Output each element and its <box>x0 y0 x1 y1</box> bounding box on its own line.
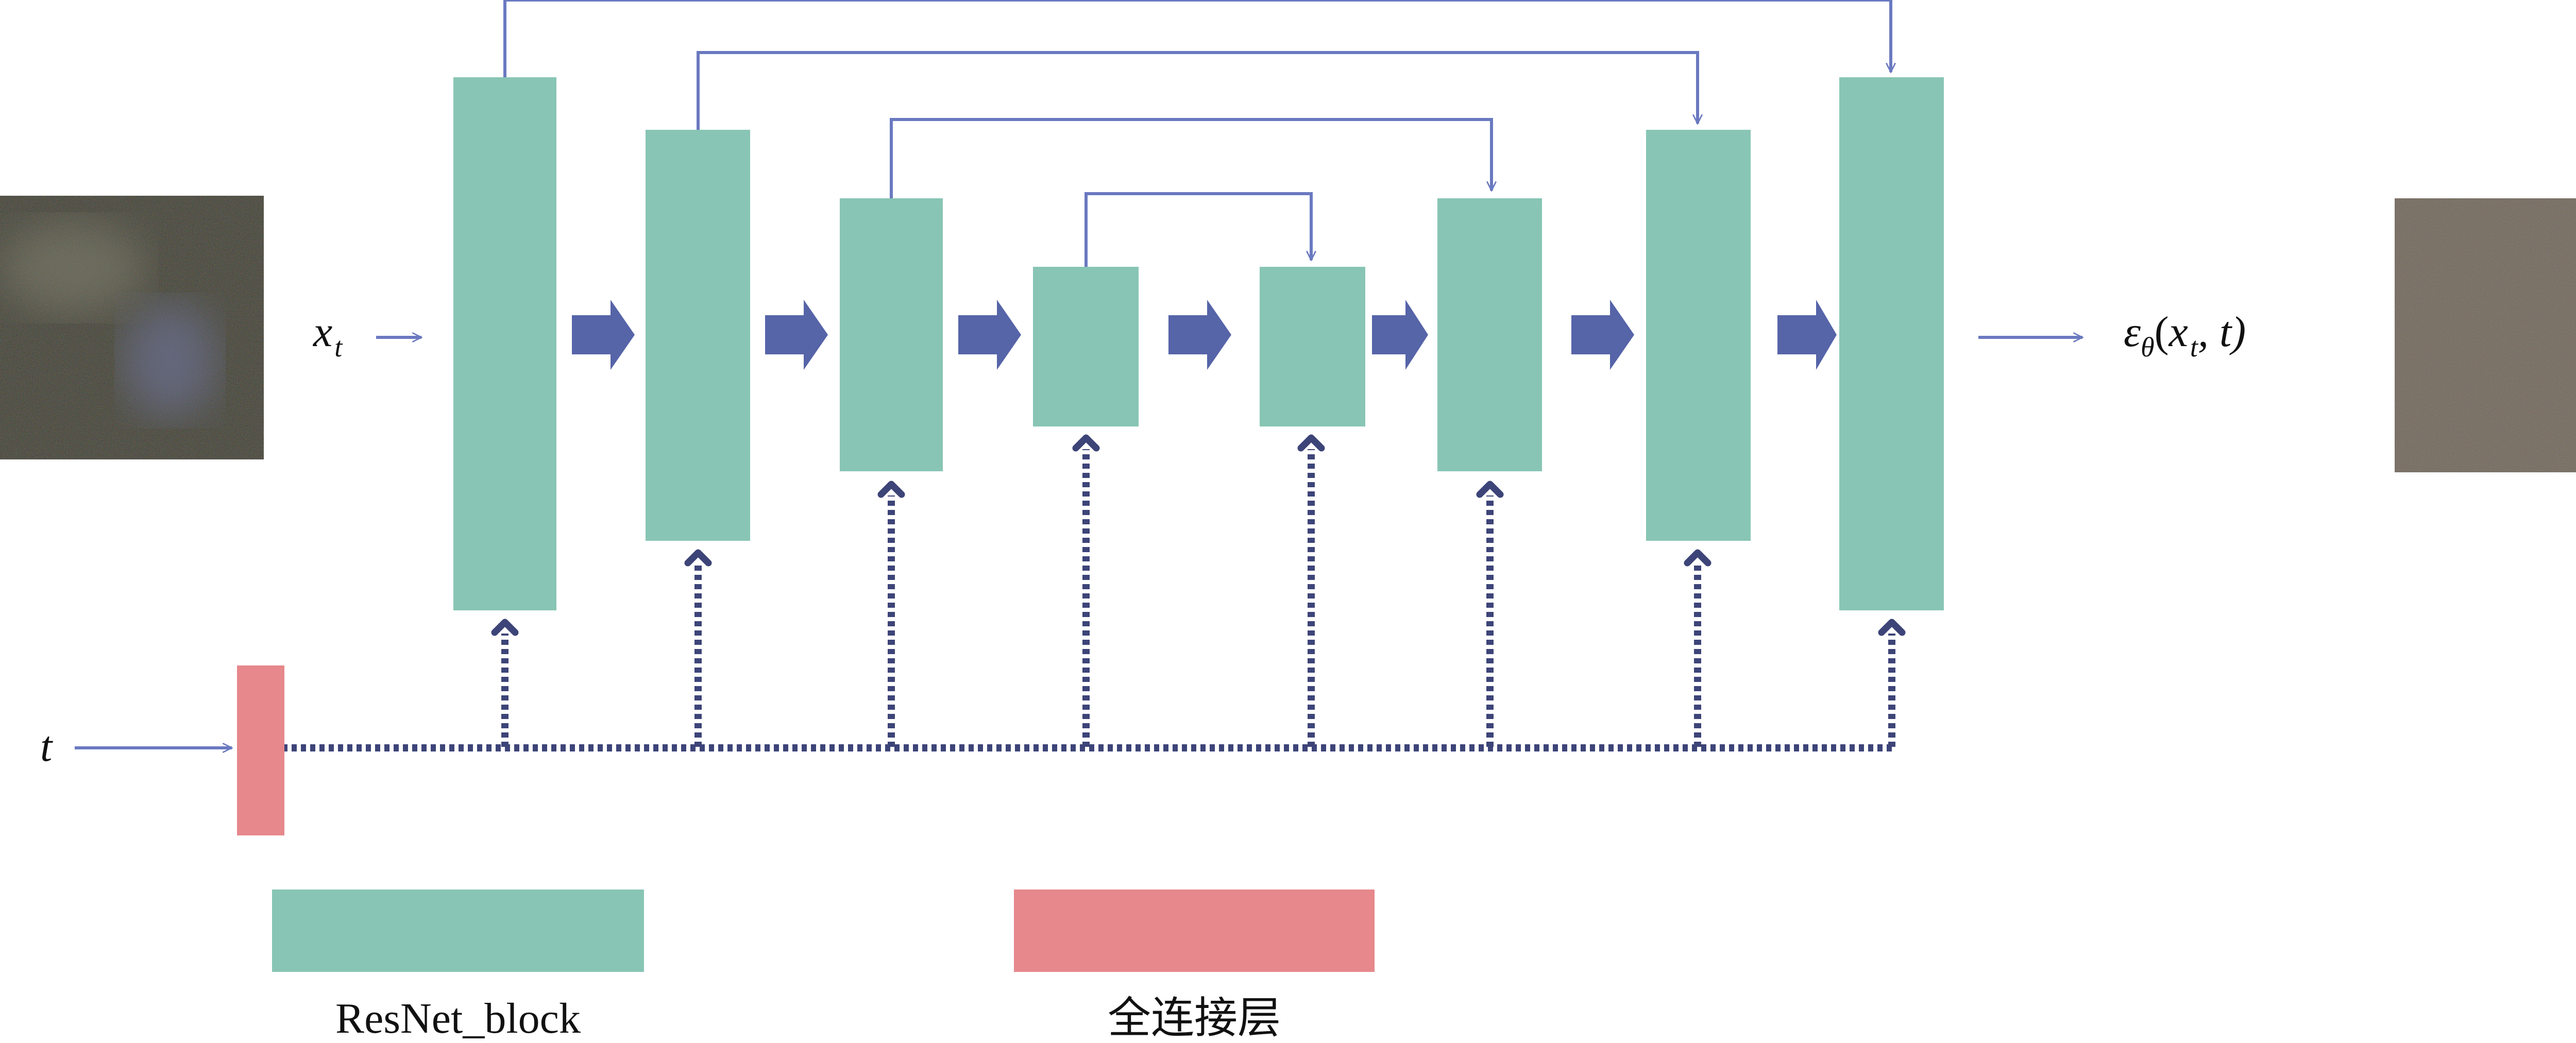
block-arrow-7 <box>1777 300 1837 370</box>
output-theta-subscript: θ <box>2141 332 2155 363</box>
input-subscript: t <box>334 332 343 363</box>
resnet-block-5 <box>1260 267 1365 426</box>
input-label: xt <box>312 308 343 363</box>
resnet-block-7 <box>1646 130 1751 541</box>
output-open-paren: ( <box>2155 308 2169 356</box>
block-arrow-4 <box>1168 300 1231 370</box>
block-arrow-2 <box>765 300 828 370</box>
time-feed-heads <box>491 434 1906 636</box>
block-arrow-5 <box>1372 300 1428 370</box>
resnet-block-2 <box>646 130 750 541</box>
input-noisy-image <box>0 196 264 459</box>
time-feed-head-6 <box>1476 481 1504 498</box>
resnet-block-8 <box>1839 77 1944 610</box>
legend: ResNet_block 全连接层 <box>272 890 1375 1043</box>
legend-fc-swatch <box>1014 890 1375 972</box>
resnet-blocks <box>453 77 1944 610</box>
output-x-subscript: t <box>2190 332 2199 363</box>
flow-arrows <box>75 337 2082 748</box>
block-arrow-6 <box>1571 300 1634 370</box>
block-arrow-1 <box>572 300 635 370</box>
output-noise-image <box>2395 198 2576 472</box>
skip-connection-4 <box>1084 192 1311 267</box>
skip-connections <box>503 0 1891 267</box>
skip-connection-3 <box>890 118 1492 198</box>
resnet-block-6 <box>1437 198 1542 471</box>
time-label: t <box>40 723 54 771</box>
time-feed-head-8 <box>1878 619 1906 636</box>
time-feed-head-5 <box>1297 434 1325 452</box>
resnet-block-1 <box>453 77 556 610</box>
time-embedding-lines <box>282 449 1896 751</box>
block-arrow-3 <box>958 300 1021 370</box>
resnet-block-4 <box>1033 267 1139 426</box>
time-feed-head-2 <box>684 549 712 567</box>
time-feed-head-4 <box>1072 434 1100 452</box>
legend-resnet-swatch <box>272 890 644 972</box>
time-feed-head-1 <box>491 619 519 636</box>
time-feed-head-3 <box>877 481 905 498</box>
output-label: εθ(xt, t) <box>2124 308 2246 363</box>
legend-resnet-label: ResNet_block <box>335 995 581 1042</box>
output-rest: , t) <box>2198 308 2246 356</box>
resnet-block-3 <box>840 198 943 471</box>
skip-connection-1 <box>503 0 1891 77</box>
block-arrows <box>572 300 1837 370</box>
time-feed-head-7 <box>1684 549 1711 567</box>
legend-fc-label: 全连接层 <box>1108 993 1281 1043</box>
skip-connection-2 <box>697 51 1698 130</box>
fc-layer <box>237 665 284 835</box>
